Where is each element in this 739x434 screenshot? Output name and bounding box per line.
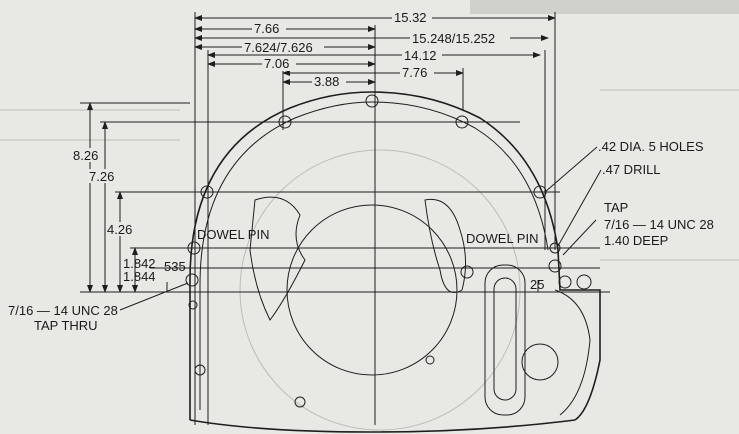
dim-8-26: 8.26 <box>73 148 98 163</box>
dim-7-76: 7.76 <box>402 65 427 80</box>
dim-14-12: 14.12 <box>404 48 437 63</box>
bolt-holes <box>185 94 592 408</box>
callouts: .42 DIA. 5 HOLES .47 DRILL TAP 7/16 — 14… <box>8 139 714 333</box>
dim-25: 25 <box>530 277 544 292</box>
vertical-dimension-labels: 8.26 7.26 4.26 1.842 1.844 535 25 <box>72 148 544 292</box>
callout-tap-depth: 1.40 DEEP <box>604 233 668 248</box>
dim-7-26: 7.26 <box>89 169 114 184</box>
callout-dowel-pin-right: DOWEL PIN <box>466 231 538 246</box>
dim-3-88: 3.88 <box>314 74 339 89</box>
callout-tap: TAP <box>604 200 628 215</box>
vertical-dimension-lines <box>80 102 539 293</box>
dim-7-624: 7.624/7.626 <box>244 40 313 55</box>
bellhousing-outline <box>189 91 601 433</box>
callout-tap-thru-spec: 7/16 — 14 UNC 28 <box>8 303 118 318</box>
dim-1-842: 1.842 <box>123 256 156 271</box>
dim-15-248: 15.248/15.252 <box>412 31 495 46</box>
dim-7-06: 7.06 <box>264 56 289 71</box>
callout-tap-thru: TAP THRU <box>34 318 98 333</box>
horizontal-dimension-labels: 15.32 7.66 15.248/15.252 7.624/7.626 14.… <box>242 10 510 89</box>
dim-1-844: 1.844 <box>123 269 156 284</box>
extension-lines <box>80 12 610 425</box>
dim-535: 535 <box>164 259 186 274</box>
callout-dowel-pin-left: DOWEL PIN <box>197 227 269 242</box>
dim-4-26: 4.26 <box>107 222 132 237</box>
callout-tap-spec: 7/16 — 14 UNC 28 <box>604 217 714 232</box>
dim-15-32: 15.32 <box>394 10 427 25</box>
callout-holes: .42 DIA. 5 HOLES <box>598 139 704 154</box>
dim-7-66: 7.66 <box>254 21 279 36</box>
callout-drill: .47 DRILL <box>602 162 661 177</box>
